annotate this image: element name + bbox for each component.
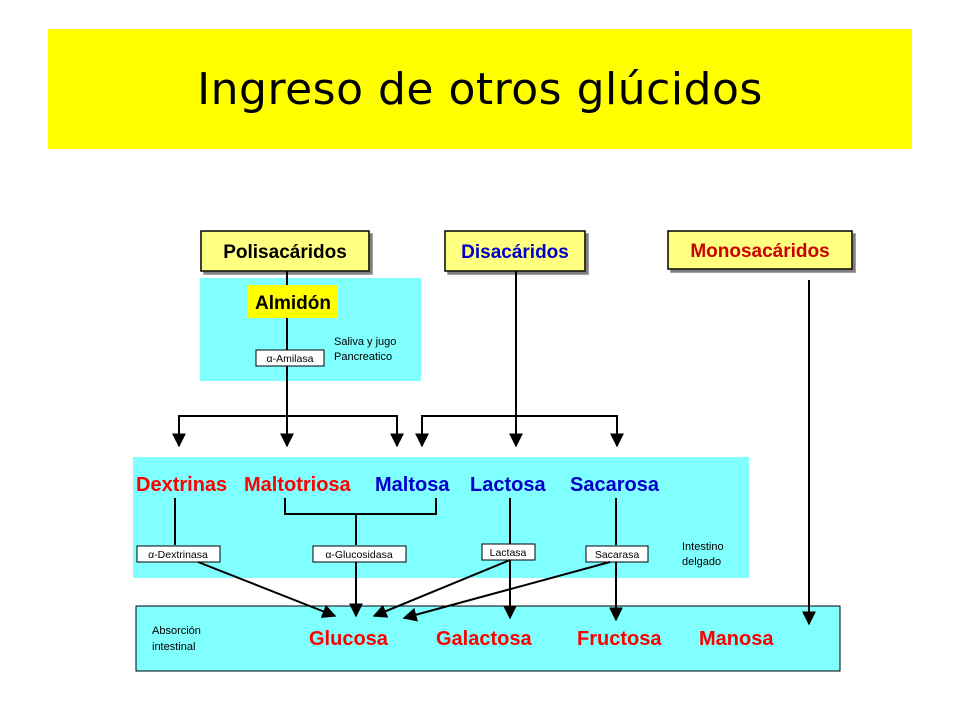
fructosa-label: Fructosa [577, 628, 662, 650]
sacarasa-enzyme: Sacarasa [585, 545, 649, 563]
page-title: Ingreso de otros glúcidos [197, 63, 763, 115]
dextrinas-label: Dextrinas [136, 474, 227, 496]
almidon-label: Almidón [255, 293, 331, 314]
disacaridos-label: Disacáridos [461, 242, 569, 263]
sacarosa-label: Sacarosa [570, 474, 660, 496]
lactasa-to-glucosa-arrow [372, 559, 511, 618]
polisacaridos-label: Polisacáridos [223, 242, 347, 263]
intestino-note-line1: Intestino [682, 541, 724, 553]
sacarasa-label: Sacarasa [595, 549, 640, 561]
lactasa-enzyme: Lactasa [481, 543, 536, 561]
disacaridos-branch-line [421, 415, 618, 446]
dextrinasa-to-glucosa-arrow [197, 561, 337, 618]
amilasa-enzyme: α-Amilasa [255, 349, 325, 367]
absorcion-note-line1: Absorción [152, 625, 201, 637]
almidon-box: Almidón [248, 285, 338, 318]
glucosa-label: Glucosa [309, 628, 389, 650]
glucosidasa-label: α-Glucosidasa [325, 549, 393, 561]
manosa-label: Manosa [699, 628, 774, 650]
galactosa-label: Galactosa [436, 628, 532, 650]
saliva-note-line1: Saliva y jugo [334, 336, 396, 348]
monosacaridos-label: Monosacáridos [690, 241, 829, 262]
saliva-note-line2: Pancreatico [334, 351, 392, 363]
amilasa-label: α-Amilasa [267, 353, 314, 365]
monosacaridos-box: Monosacáridos [667, 230, 853, 270]
glucosidasa-enzyme: α-Glucosidasa [312, 545, 407, 563]
disacaridos-box: Disacáridos [444, 230, 586, 272]
maltotriosa-label: Maltotriosa [244, 474, 352, 496]
lactasa-label: Lactasa [490, 547, 527, 559]
sacarasa-to-glucosa-arrow [402, 561, 611, 622]
title-band: Ingreso de otros glúcidos [48, 29, 912, 149]
maltotriosa-maltosa-join-line [284, 498, 437, 515]
polisacaridos-box: Polisacáridos [200, 230, 370, 272]
maltosa-label: Maltosa [375, 474, 450, 496]
lactosa-label: Lactosa [470, 474, 546, 496]
absorption-region [135, 605, 841, 672]
absorcion-note-line2: intestinal [152, 641, 195, 653]
intestino-note-line2: delgado [682, 556, 721, 568]
dextrinasa-label: α-Dextrinasa [148, 549, 208, 561]
dextrinasa-enzyme: α-Dextrinasa [136, 545, 221, 563]
